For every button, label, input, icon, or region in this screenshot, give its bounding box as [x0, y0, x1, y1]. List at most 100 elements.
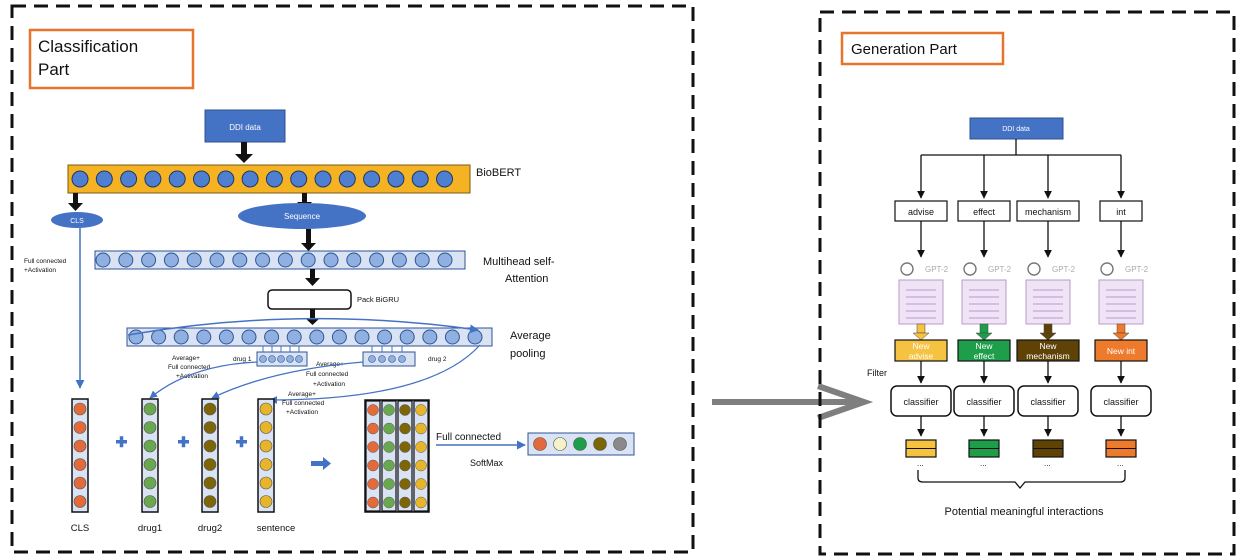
drug2-mini-node: [368, 355, 376, 363]
arrow-ddi-biobert: [241, 142, 247, 154]
matrix-column: [365, 400, 381, 512]
colored-arrow-head: [912, 332, 930, 341]
classifier-label: classifier: [966, 397, 1001, 407]
drug1-mini-node: [268, 355, 276, 363]
potential-label: Potential meaningful interactions: [945, 506, 1104, 518]
biobert-node: [265, 170, 283, 188]
biobert-node: [363, 170, 381, 188]
drug2-column-node: [203, 439, 217, 453]
drug1-label: drug 1: [233, 356, 252, 363]
cls-column-node: [73, 402, 87, 416]
multihead-node: [163, 252, 179, 268]
avg-pooling-node: [399, 329, 415, 345]
drug2-mini-node: [398, 355, 406, 363]
multihead-node: [346, 252, 362, 268]
avg-pooling-node: [377, 329, 393, 345]
avg-pooling-arc: [127, 317, 479, 336]
drug1-column-node: [143, 421, 157, 434]
generation-title-box: [840, 31, 1005, 66]
drug2-column-node: [203, 458, 217, 471]
generation-branches: adviseGPT-2Newadviseclassifier...effectG…: [890, 155, 1152, 468]
generation-frame: [818, 10, 1236, 556]
gpt-logo-icon: [1027, 262, 1041, 276]
cls-column-node: [73, 495, 87, 508]
multihead-node: [186, 252, 202, 268]
ddi-data-label: DDI data: [229, 123, 261, 132]
drug2-label: drug 2: [428, 356, 447, 363]
sequence-ellipse: [238, 203, 366, 229]
avg-pooling-node: [467, 329, 483, 345]
biobert-node: [387, 170, 405, 188]
matrix-node: [367, 404, 379, 416]
col-label-drug2: drug2: [198, 523, 222, 534]
new-output-line1: New int: [1107, 346, 1136, 356]
output-node: [593, 437, 607, 451]
avg-pooling-node: [218, 329, 234, 345]
classifier-label: classifier: [1103, 397, 1138, 407]
arrow-sentence-col: [269, 344, 481, 404]
matrix-column: [413, 400, 429, 512]
avg-pooling-node: [241, 329, 257, 345]
sentence-column-node: [259, 458, 273, 471]
output-node: [613, 437, 627, 451]
arrow-seq-mh-head: [301, 243, 316, 251]
arrow-drug1-col: [149, 361, 258, 399]
avg-pooling-node: [151, 329, 167, 345]
drug2-column-node: [203, 476, 217, 490]
multihead-node: [369, 252, 385, 268]
matrix-node: [383, 478, 395, 490]
matrix-frame: [364, 399, 430, 513]
matrix-node: [367, 496, 379, 509]
gpt-doc-stack: [961, 279, 1007, 325]
full-connected-label: Full connected: [436, 432, 501, 443]
fc-block1-l2: Full connected: [168, 364, 211, 371]
concat-matrix: [364, 399, 430, 513]
drug1-mini-node: [295, 355, 303, 363]
col-label-cls: CLS: [71, 523, 89, 534]
classification-title-line2: Part: [38, 60, 69, 79]
matrix-node: [383, 459, 395, 472]
drug1-column-node: [143, 458, 157, 471]
fc-block1-l3: +Activation: [176, 373, 208, 380]
sentence-column-node: [259, 476, 273, 490]
sentence-column-node: [259, 439, 273, 453]
new-output-line2: mechanism: [1026, 351, 1069, 361]
matrix-node: [383, 441, 395, 453]
fc-left-line1: Full connected: [24, 258, 67, 265]
avg-pooling-node: [196, 329, 212, 345]
new-output-line2: advise: [909, 351, 934, 361]
gpt-label: GPT-2: [925, 265, 949, 274]
avg-pooling-label-line1: Average: [510, 330, 551, 342]
matrix-node: [399, 422, 411, 435]
part-connector-arrow-head: [817, 383, 874, 421]
matrix-node: [383, 422, 395, 435]
multihead-node: [414, 252, 430, 268]
avg-pooling-node: [444, 329, 460, 345]
fc-block3-l1: Average+: [288, 391, 316, 398]
cls-column-node: [73, 476, 87, 490]
potential-bracket: [917, 470, 1126, 490]
multihead-node: [437, 252, 453, 268]
cls-column: [71, 398, 89, 513]
gpt-doc-stack: [1098, 279, 1144, 325]
gpt-label: GPT-2: [1052, 265, 1076, 274]
cls-ellipse: [51, 212, 103, 228]
new-output-line1: New: [1039, 341, 1057, 351]
avg-pooling-node: [264, 329, 280, 345]
avg-pooling-label-line2: pooling: [510, 348, 545, 360]
output-node: [573, 437, 587, 451]
cls-column-node: [73, 439, 87, 453]
biobert-node: [217, 170, 235, 188]
gpt-doc-stack: [1025, 279, 1071, 325]
ddi-data-box: [204, 109, 286, 143]
drug2-mini-node: [388, 355, 396, 363]
matrix-node: [399, 459, 411, 472]
biobert-node: [290, 170, 308, 188]
multihead-node: [300, 252, 316, 268]
classification-title-line1: Classification: [38, 37, 138, 56]
drug2-column: [201, 398, 219, 513]
arrow-cls-head: [68, 203, 83, 211]
arrow-mh-gru-shaft: [310, 269, 315, 278]
biobert-node: [95, 170, 113, 188]
